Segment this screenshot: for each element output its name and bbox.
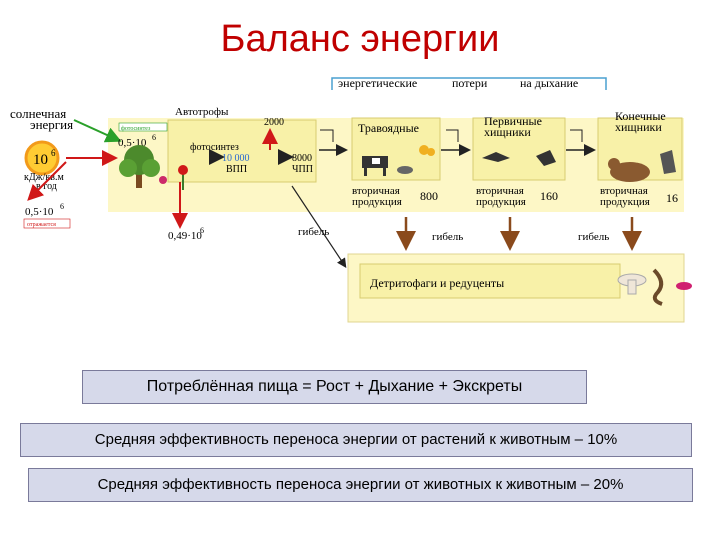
tree-icon [119,145,160,188]
primary-predators-box [472,117,566,181]
herbivores-label: Травоядные [358,121,419,135]
bear-icon [608,158,650,182]
solar-label-2: энергия [30,117,73,132]
top-predators-label-1: Конечные [615,109,666,123]
vulture-icon [660,150,676,174]
secondary-production-herbivores-2: продукция [352,196,402,208]
respiration-losses-bracket: энергетические потери на дыхание [331,76,607,90]
insect-icon [676,282,692,290]
solar-value-base: 10 [33,152,48,168]
reflected-tag: отражается [27,222,56,228]
energy-formula: Потреблённая пища = Рост + Дыхание + Экс… [82,370,587,404]
secondary-production-herbivores-1: вторичная [352,185,400,197]
reflected-value-base: 0,5·10 [25,206,54,218]
energy-balance-diagram: энергетические потери на дыхание солнечн… [10,76,692,323]
flower-icon [159,165,188,190]
efficiency-animals-to-animals: Средняя эффективность переноса энергии о… [28,468,693,502]
npp-label: ЧПП [292,164,313,175]
bat-icon [482,152,510,162]
production-top-value: 16 [666,191,678,205]
photosynthesis-label: фотосинтез [190,142,239,153]
mushroom-icon [617,273,647,295]
production-herbivores-value: 800 [420,189,438,203]
worm-icon [652,268,664,306]
primary-predators-label-2: хищники [484,125,531,139]
death-label-producers: гибель [298,226,329,238]
death-label-herbivores: гибель [432,231,463,243]
secondary-production-primary-1: вторичная [476,185,524,197]
efficiency-plants-to-animals: Средняя эффективность переноса энергии о… [20,423,692,457]
solar-units-2: в год [36,181,57,192]
header-label-losses: потери [452,76,488,90]
butterfly-icon [419,145,435,156]
respiration-value: 2000 [264,117,284,128]
sun-icon [24,140,60,176]
secondary-production-top-2: продукция [600,196,650,208]
solar-value-exp: 6 [51,148,56,158]
reflected-value-exp: 6 [60,202,64,211]
detritivores-label: Детритофаги и редуценты [370,276,504,290]
production-primary-value: 160 [540,189,558,203]
lost-value-exp: 6 [200,226,204,235]
solar-label-1: солнечная [10,106,66,121]
photosynth-tag: фотосинтез [121,125,151,132]
mouse-icon [397,166,413,174]
header-label-respiration: на дыхание [520,76,578,90]
solar-units-1: кДж/кв.м [24,172,64,183]
npp-value: 8000 [292,153,312,164]
absorbed-value-exp: 6 [152,133,156,142]
secondary-production-primary-2: продукция [476,196,526,208]
cow-icon [362,156,388,176]
gpp-label: ВПП [226,164,247,175]
death-label-predators: гибель [578,231,609,243]
bird-icon [536,150,556,166]
gpp-value: 10 000 [222,153,250,164]
secondary-production-top-1: вторичная [600,185,648,197]
primary-predators-label-1: Первичные [484,114,542,128]
top-predators-label-2: хищники [615,120,662,134]
autotrophs-label: Автотрофы [175,106,229,118]
header-label-energy: энергетические [338,76,417,90]
lost-value-base: 0,49·10 [168,230,202,242]
page-title: Баланс энергии [220,18,500,60]
